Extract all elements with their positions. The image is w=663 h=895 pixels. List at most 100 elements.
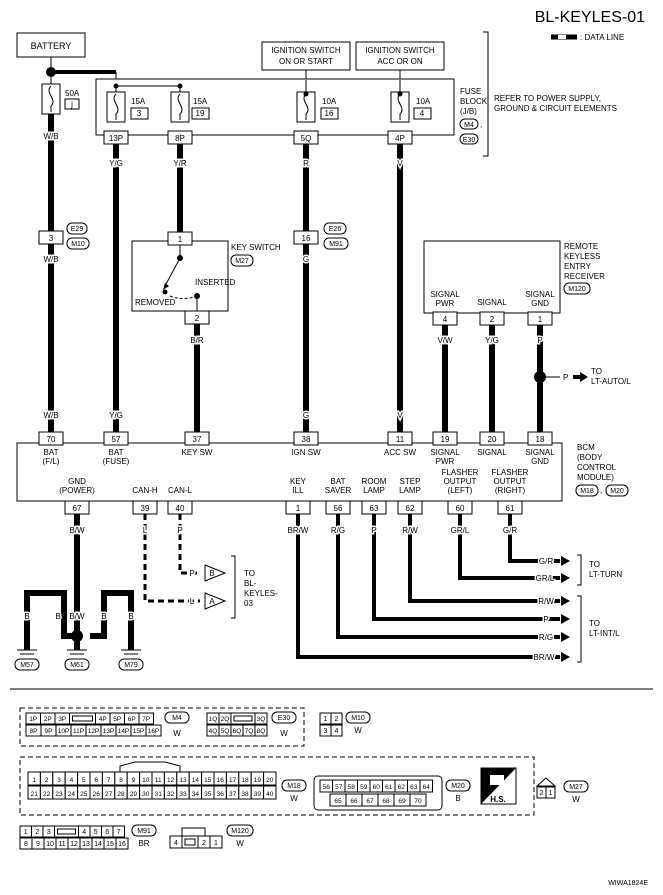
connector-pin-number: 17 [229,777,237,784]
wire-p-signal-gnd: P P [534,325,588,432]
svg-text:37: 37 [193,435,202,444]
svg-text:(POWER): (POWER) [59,486,95,495]
connector-pin-number: 27 [105,791,113,798]
svg-text:B: B [55,612,60,621]
bcm-pin-1: KEY ILL 1 [285,477,311,515]
connector-pin-number: 36 [217,791,225,798]
svg-text:STEP: STEP [400,477,421,486]
connector-pin-number: 2Q [221,716,230,723]
svg-text:P: P [537,336,542,345]
svg-text:BAT: BAT [44,448,59,457]
connector-pin-number: 6Q [233,728,242,735]
connector-pin-number: 11 [58,841,65,848]
svg-text:40: 40 [176,504,185,513]
svg-text:P: P [177,526,182,535]
connector-cavity [138,712,154,725]
joint-connector-e29: 3 E29 M10 W/B W/B [38,222,90,422]
svg-text:KEY SW: KEY SW [182,448,213,457]
svg-text:(J/B): (J/B) [460,107,477,116]
wire-grl-flasher-left: GR/L GR/L [449,514,570,585]
svg-text:FLASHER: FLASHER [492,468,529,477]
connector-pin-number: 4 [70,777,74,784]
connector-pin-number: 29 [130,791,138,798]
svg-text:16: 16 [325,109,334,118]
connector-pin-number: 64 [423,784,431,791]
svg-text:M20: M20 [451,783,465,790]
connector-pin-number: 10P [58,728,70,735]
svg-text:LAMP: LAMP [363,486,385,495]
wire-r-g: R G G [301,144,311,432]
svg-text:: DATA LINE: : DATA LINE [580,33,624,42]
bcm-pin-62: STEP LAMP 62 [397,477,423,515]
connector-pin-number: 9P [45,728,53,735]
connector-pin-number: 2 [540,790,544,797]
connector-pin-number: 2 [202,840,206,847]
svg-text:4P: 4P [395,134,405,143]
svg-text:W/B: W/B [43,411,58,420]
svg-text:ACC SW: ACC SW [384,448,416,457]
connector-pin-number: 2 [335,716,339,723]
connector-pin-number: 6 [94,777,98,784]
svg-text:P: P [371,526,376,535]
svg-text:V/W: V/W [437,336,453,345]
svg-text:R/W: R/W [538,597,554,606]
svg-text:15A: 15A [131,97,146,106]
svg-text:GND: GND [531,457,549,466]
connector-pin-number: 4 [335,728,339,735]
svg-text:W: W [280,729,288,738]
connector-pin-number: 15P [133,728,145,735]
connector-cavity [69,712,96,725]
svg-text:M91: M91 [137,828,151,835]
svg-text:M79: M79 [124,662,138,669]
wire-br: B/R [189,324,205,432]
wire-yr: Y/R [172,144,188,232]
wire-v: V V [396,144,405,432]
connector-pin-number: 3 [57,777,61,784]
svg-text:M18: M18 [287,783,301,790]
svg-text:REFER TO POWER SUPPLY,: REFER TO POWER SUPPLY, [494,94,601,103]
connector-pin-number: 32 [167,791,175,798]
svg-text:57: 57 [112,435,121,444]
connector-pin-number: 24 [68,791,76,798]
ignition-switch-acc-on-box: IGNITION SWITCH ACC OR ON [355,41,445,71]
svg-text:B: B [209,569,214,578]
svg-text:P: P [563,373,568,382]
connector-pin-number: 67 [366,798,374,805]
svg-text:4: 4 [443,315,448,324]
wire-rw-step-lamp: R/W R/W [401,514,570,608]
svg-text:63: 63 [370,504,379,513]
svg-text:67: 67 [73,504,82,513]
connector-pin-number: 4 [174,840,178,847]
svg-text:R/G: R/G [331,526,345,535]
wire-wb: W/B [42,114,60,432]
connector-pin-number: 12 [70,841,78,848]
svg-text:SIGNAL: SIGNAL [477,448,507,457]
connector-cavity [330,712,343,725]
svg-text:61: 61 [506,504,515,513]
connector-pin-number: 14P [118,728,130,735]
connector-pin-number: 16 [217,777,225,784]
fuse-pin-4p: 4P [387,130,413,145]
svg-text:ILL: ILL [292,486,304,495]
svg-text:TO: TO [589,619,600,628]
svg-text:(BODY: (BODY [577,453,603,462]
connector-pin-number: 6P [128,716,136,723]
battery-box: BATTERY [16,32,86,58]
svg-text:LAMP: LAMP [399,486,421,495]
svg-text:B/W: B/W [69,526,85,535]
connector-pin-number: 1P [29,716,37,723]
svg-text:MODULE): MODULE) [577,473,614,482]
svg-text:INSERTED: INSERTED [195,278,236,287]
connector-pin-number: 5 [82,777,86,784]
wire-brw-key-ill: BR/W BR/W [286,514,570,664]
connector-cavity [263,771,277,786]
svg-text:G/R: G/R [539,557,553,566]
svg-text:E26: E26 [329,226,342,233]
connector-lock-key [184,838,196,846]
connector-pin-number: 19 [254,777,262,784]
svg-text:B/W: B/W [69,612,85,621]
wire-yg: Y/G Y/G [108,144,124,432]
svg-text:8P: 8P [175,134,185,143]
svg-text:KEY: KEY [290,477,307,486]
svg-text:1: 1 [178,235,183,244]
